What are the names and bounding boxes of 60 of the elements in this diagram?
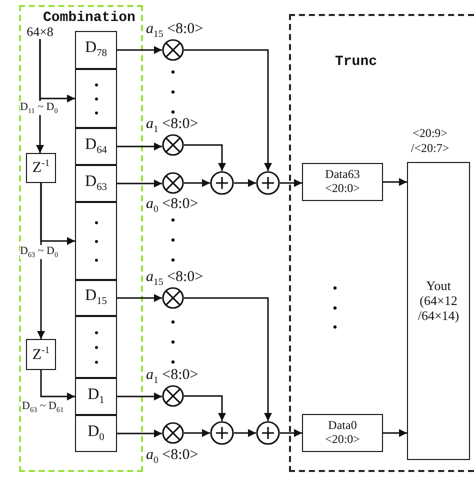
arrow xyxy=(184,179,210,187)
register-cell: D$_{78}$ xyxy=(75,31,117,69)
bit-range-label: <20:9> /<20:7> xyxy=(410,126,450,156)
multiplier-symbol xyxy=(162,134,184,156)
arrow xyxy=(117,142,162,150)
multiplier-symbol xyxy=(162,385,184,407)
adder-symbol xyxy=(210,171,234,195)
arrow xyxy=(234,429,256,437)
coefficient-label: a$_{15}$ <8:0> xyxy=(146,21,204,40)
process-box: Z$^{-1}$ xyxy=(26,339,56,370)
arrow xyxy=(117,294,162,302)
arrow xyxy=(184,144,226,171)
process-box: Data63 <20:0> xyxy=(302,163,383,201)
dashed-group-box xyxy=(289,14,474,472)
multiplier-symbol xyxy=(162,422,184,444)
arrow xyxy=(184,297,272,421)
register-cell xyxy=(75,202,117,280)
register-cell xyxy=(75,69,117,128)
register-cell: D$_{64}$ xyxy=(75,128,117,165)
edge-label: D$_{63}$ ~ D$_{0}$ xyxy=(20,245,58,260)
arrow xyxy=(184,395,226,421)
coefficient-label: a$_{0}$ <8:0> xyxy=(146,196,198,215)
arrow xyxy=(117,180,162,188)
adder-symbol xyxy=(210,421,234,445)
coefficient-label: a$_{0}$ <8:0> xyxy=(146,447,198,466)
arrow xyxy=(234,179,256,187)
arrow xyxy=(40,183,75,245)
arrow xyxy=(40,370,75,400)
arrow xyxy=(39,39,75,102)
coefficient-label: a$_{1}$ <8:0> xyxy=(146,116,198,135)
dashed-group-box xyxy=(19,5,143,472)
process-box: Z$^{-1}$ xyxy=(26,153,56,183)
process-box: Yout (64×12 /64×14) xyxy=(407,162,470,460)
register-cell: D$_{1}$ xyxy=(75,378,117,415)
process-box: Data0 <20:0> xyxy=(302,414,383,452)
edge-label: D$_{63}$ ~ D$_{61}$ xyxy=(22,400,64,414)
register-cell: D$_{0}$ xyxy=(75,415,117,452)
group-title: Combination xyxy=(43,10,136,26)
arrow xyxy=(184,429,210,437)
arrow xyxy=(117,46,162,54)
adder-symbol xyxy=(256,421,280,445)
edge-label: D$_{11}$ ~ D$_{0}$ xyxy=(20,101,58,116)
arrow xyxy=(184,49,272,171)
coefficient-label: a$_{1}$ <8:0> xyxy=(146,367,198,386)
coefficient-label: a$_{15}$ <8:0> xyxy=(146,269,204,288)
arrow xyxy=(280,179,302,187)
arrow xyxy=(383,178,407,186)
input-label: 64×8 xyxy=(22,25,58,39)
register-cell: D$_{15}$ xyxy=(75,280,117,316)
group-title: Trunc xyxy=(335,54,378,70)
arrow xyxy=(117,430,162,438)
adder-symbol xyxy=(256,171,280,195)
arrow xyxy=(117,392,162,400)
multiplier-symbol xyxy=(162,287,184,309)
arrow xyxy=(280,429,302,437)
multiplier-symbol xyxy=(162,39,184,61)
register-cell: D$_{63}$ xyxy=(75,165,117,202)
multiplier-symbol xyxy=(162,172,184,194)
arrow xyxy=(383,429,407,437)
register-cell xyxy=(75,316,117,378)
